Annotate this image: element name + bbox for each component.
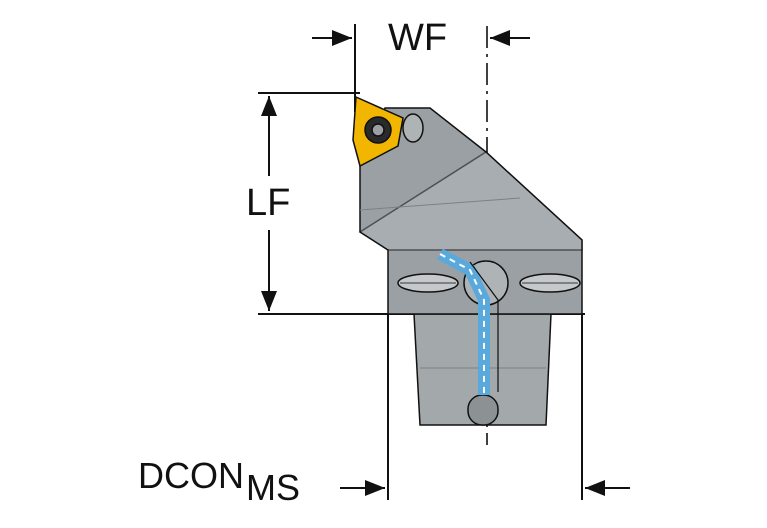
wf-label: WF bbox=[388, 17, 448, 59]
dcon-label-subscript: MS bbox=[246, 467, 300, 508]
dcon-label: DCONMS bbox=[138, 455, 300, 506]
holder-body bbox=[358, 107, 583, 315]
threading-insert bbox=[352, 95, 404, 168]
lf-label: LF bbox=[246, 182, 291, 224]
dcon-label-main: DCON bbox=[138, 455, 244, 496]
coolant-channel bbox=[437, 248, 499, 395]
